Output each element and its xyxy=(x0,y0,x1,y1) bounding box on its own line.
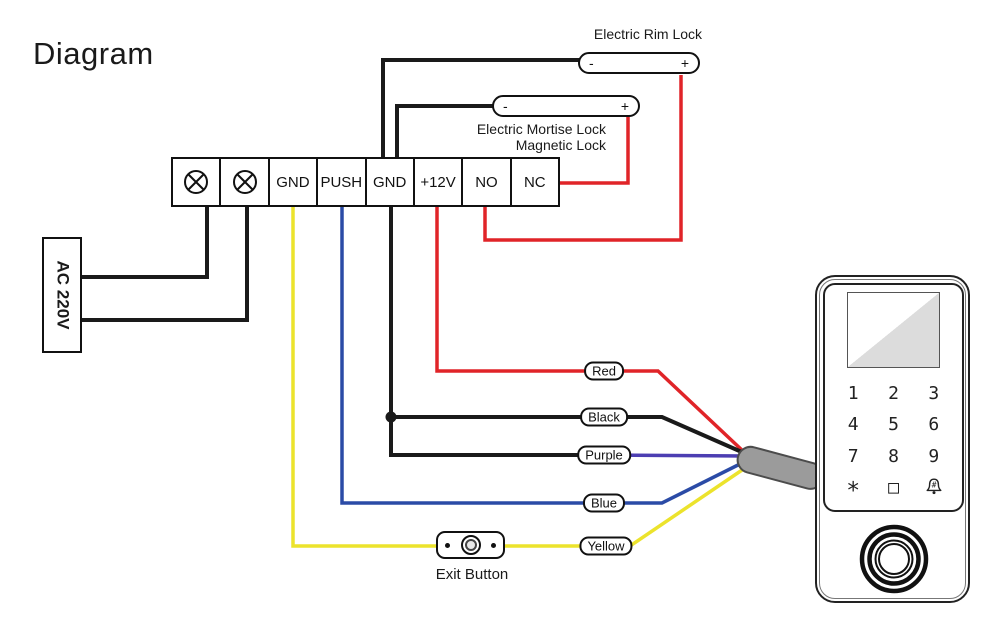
key-0-square: □ xyxy=(888,477,899,499)
terminal-label: +12V xyxy=(420,173,456,191)
terminal-push: PUSH xyxy=(316,159,365,205)
ac-power-source: AC 220V xyxy=(42,237,82,353)
key-3: 3 xyxy=(928,382,940,404)
rim-lock-minus: - xyxy=(589,55,594,71)
terminal-nc: NC xyxy=(509,159,558,205)
junction-dot xyxy=(385,411,397,423)
doorbell-icon: # xyxy=(925,477,943,500)
wire-no-to-rim-lock-positive xyxy=(483,75,683,242)
key-5: 5 xyxy=(888,414,899,436)
terminal-label: PUSH xyxy=(320,173,363,191)
wire-label-yellow: Yellow xyxy=(579,536,633,556)
wire-label-purple: Purple xyxy=(577,445,631,465)
terminal-ac-2 xyxy=(219,159,268,205)
key-8: 8 xyxy=(888,445,899,467)
exit-button-push-ring xyxy=(460,535,481,555)
exit-button-label: Exit Button xyxy=(435,566,509,583)
key-1: 1 xyxy=(847,382,859,404)
wire-mortise-lock-negative xyxy=(395,104,494,159)
terminal-12v: +12V xyxy=(412,159,462,205)
device-screen xyxy=(847,292,940,368)
rim-lock-name: Electric Rim Lock xyxy=(593,26,703,42)
terminal-label: NC xyxy=(523,173,546,191)
mortise-lock-connector: - + xyxy=(492,95,640,117)
wire-push-blue xyxy=(340,205,747,505)
wire-nc-to-mortise-lock-positive xyxy=(559,116,630,185)
rim-lock-connector: - + xyxy=(578,52,700,74)
key-7: 7 xyxy=(847,445,859,467)
wire-ac-line-1 xyxy=(82,205,209,279)
terminal-label: GND xyxy=(276,173,310,191)
key-4: 4 xyxy=(847,414,859,436)
fingerprint-reader-icon xyxy=(859,524,929,594)
exit-button-screw-right xyxy=(491,542,496,548)
key-9: 9 xyxy=(928,445,940,467)
wire-ac-line-2 xyxy=(82,205,249,322)
terminal-label: NO xyxy=(475,173,498,191)
key-6: 6 xyxy=(928,414,940,436)
wire-label-blue: Blue xyxy=(582,493,626,513)
wire-black-branch xyxy=(391,415,745,455)
ac-power-label: AC 220V xyxy=(53,260,73,330)
keypad-panel: 1 2 3 4 5 6 7 8 9 * □ # xyxy=(823,283,964,512)
exit-button-push-center xyxy=(464,539,477,551)
page-title: Diagram xyxy=(33,36,154,71)
terminal-label: GND xyxy=(373,173,407,191)
ac-input-icon xyxy=(184,170,209,194)
key-2: 2 xyxy=(888,382,899,404)
ac-input-icon xyxy=(232,170,257,194)
wire-purple-black-segment xyxy=(389,417,604,457)
terminal-gnd-1: GND xyxy=(267,159,317,205)
wire-label-red: Red xyxy=(584,361,624,381)
terminal-ac-1 xyxy=(173,159,220,205)
exit-button-screw-left xyxy=(445,542,450,548)
mortise-lock-name-line1: Electric Mortise Lock xyxy=(476,121,606,137)
rim-lock-plus: + xyxy=(680,55,689,71)
key-star: * xyxy=(846,477,861,504)
connector-cable xyxy=(736,445,825,490)
mortise-lock-plus: + xyxy=(620,98,629,114)
keypad-keys: 1 2 3 4 5 6 7 8 9 * □ # xyxy=(833,378,954,504)
mortise-lock-name-line2: Magnetic Lock xyxy=(515,137,606,153)
terminal-gnd-2: GND xyxy=(364,159,413,205)
terminal-no: NO xyxy=(461,159,510,205)
mortise-lock-name: Electric Mortise Lock Magnetic Lock xyxy=(420,121,606,153)
exit-button-symbol xyxy=(436,531,505,559)
wire-12v-red xyxy=(435,205,746,454)
mortise-lock-minus: - xyxy=(503,98,508,114)
svg-text:#: # xyxy=(931,480,936,489)
wire-rim-lock-negative xyxy=(381,58,580,159)
terminal-block: GND PUSH GND +12V NO NC xyxy=(171,157,560,207)
keypad-lock-device: 1 2 3 4 5 6 7 8 9 * □ # xyxy=(815,275,970,603)
wire-label-black: Black xyxy=(580,407,628,427)
